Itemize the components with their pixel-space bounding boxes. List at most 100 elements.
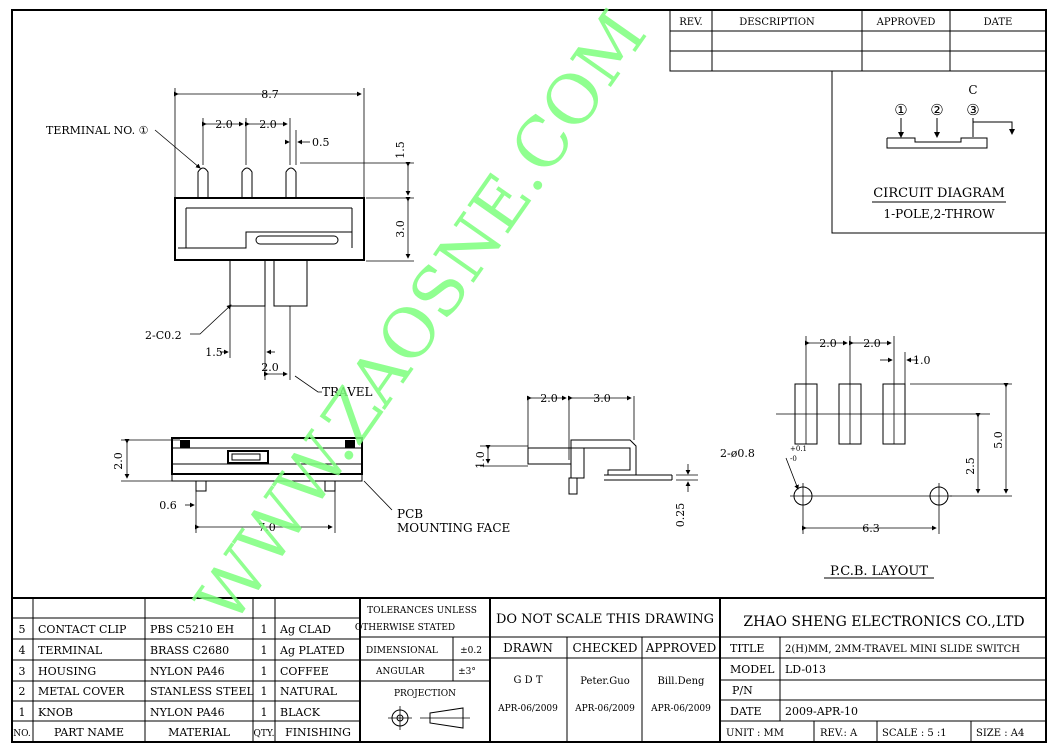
pn-label: P/N: [732, 684, 753, 697]
bom-header-finish: FINISHING: [285, 726, 351, 739]
dim-pitch-1: 2.0: [215, 118, 233, 131]
dim-side-c: 1.0: [474, 451, 487, 469]
pcb-label: PCB: [397, 507, 423, 521]
bom-part: KNOB: [38, 706, 73, 719]
bom-material: PBS C5210 EH: [150, 623, 234, 636]
no-scale-note: DO NOT SCALE THIS DRAWING: [496, 612, 714, 627]
dimensional-label: DIMENSIONAL: [366, 646, 438, 656]
pcb-layout-title: P.C.B. LAYOUT: [830, 564, 928, 579]
bom-header-material: MATERIAL: [168, 726, 231, 739]
front-view: 8.7 2.0 2.0 0.5 TERMINAL NO. ①: [46, 88, 414, 399]
pcb-tol-plus: +0.1: [790, 445, 807, 453]
bom-no: 4: [19, 644, 26, 657]
dim-chamfer: 2-C0.2: [145, 329, 182, 342]
bottom-view: 2.0 0.6 7.0 PCB MOUNTING FACE: [112, 437, 510, 535]
bom-material: NYLON PA46: [150, 665, 225, 678]
revision-table: REV. DESCRIPTION APPROVED DATE: [669, 9, 1047, 72]
approved-date: APR-06/2009: [650, 704, 711, 714]
bom-qty: 1: [261, 706, 268, 719]
bom-finish: Ag PLATED: [279, 644, 345, 657]
bom-part: CONTACT CLIP: [38, 623, 127, 636]
rev-header: REV.: [679, 17, 702, 28]
angular-label: ANGULAR: [375, 667, 425, 677]
bom-header-qty: QTY.: [253, 729, 274, 739]
date-label: DATE: [730, 705, 762, 718]
bom-part: METAL COVER: [38, 685, 125, 698]
description-header: DESCRIPTION: [739, 17, 815, 28]
mounting-label: MOUNTING FACE: [397, 521, 510, 535]
model-value: LD-013: [785, 663, 826, 676]
dim-travel: 2.0: [261, 361, 279, 374]
bom-qty: 1: [261, 665, 268, 678]
bom-no: 1: [19, 706, 26, 719]
circuit-diagram: C ① ② ③ CIRCUIT DIAGRAM 1-POLE,2-THROW: [831, 71, 1046, 234]
bom-no: 3: [19, 665, 26, 678]
bom-table: 5 CONTACT CLIP PBS C5210 EH 1 Ag CLAD 4 …: [13, 623, 351, 739]
bom-material: NYLON PA46: [150, 706, 225, 719]
terminal-1-label: ①: [894, 101, 907, 119]
bom-no: 5: [19, 623, 26, 636]
bom-finish: NATURAL: [280, 685, 338, 698]
pcb-tol-minus: -0: [790, 455, 797, 463]
dim-total: 8.7: [261, 88, 279, 101]
terminal-label: TERMINAL NO. ①: [46, 124, 149, 137]
dim-side-b: 3.0: [593, 392, 611, 405]
dim-width: 7.0: [258, 521, 276, 534]
bom-material: STANLESS STEEL: [150, 685, 254, 698]
approved-header: APPROVED: [645, 641, 717, 655]
pcb-pitch-2: 2.0: [863, 337, 881, 350]
title-block-frame: [12, 597, 1046, 742]
bom-finish: Ag CLAD: [279, 623, 331, 636]
bom-header-part: PART NAME: [54, 726, 124, 739]
watermark: WWW.ZAOSNE.COM: [181, 0, 662, 638]
bom-part: HOUSING: [38, 665, 96, 678]
pcb-span: 6.3: [862, 522, 880, 535]
pcb-row: 2.5: [964, 457, 977, 475]
dim-offset: 0.6: [159, 499, 177, 512]
projection-label: PROJECTION: [394, 689, 456, 699]
model-label: MODEL: [730, 663, 775, 676]
circuit-title: CIRCUIT DIAGRAM: [873, 186, 1005, 201]
bom-qty: 1: [261, 644, 268, 657]
approved-header: APPROVED: [876, 17, 936, 28]
dim-body-height: 3.0: [394, 220, 407, 238]
bom-qty: 1: [261, 685, 268, 698]
projection-symbol-icon: [388, 706, 470, 730]
terminal-2-label: ②: [930, 101, 943, 119]
drawn-header: DRAWN: [503, 641, 553, 655]
date-value: 2009-APR-10: [785, 705, 858, 718]
drawn-by: G D T: [513, 675, 542, 686]
scale-label: SCALE : 5 :1: [882, 728, 947, 739]
checked-header: CHECKED: [573, 641, 638, 655]
dim-knob: 1.5: [205, 346, 223, 359]
circuit-subtitle: 1-POLE,2-THROW: [883, 207, 995, 221]
dim-pin: 0.5: [312, 136, 330, 149]
checked-by: Peter.Guo: [580, 676, 629, 687]
tolerances-title-1: TOLERANCES UNLESS: [367, 606, 477, 616]
angular-value: ±3°: [458, 667, 476, 677]
dim-pin-height: 1.5: [394, 141, 407, 159]
bom-finish: BLACK: [280, 706, 321, 719]
pcb-layout: 2.0 2.0 1.0 2-ø0.8 +0.1 -0 6.3 5.0 2.5 P…: [720, 336, 1012, 579]
title-label: TITLE: [730, 642, 764, 655]
signoff-block: DO NOT SCALE THIS DRAWING DRAWN CHECKED …: [496, 612, 716, 714]
sheet-border: [11, 9, 1047, 743]
rev-label: REV.: A: [820, 728, 858, 739]
bom-qty: 1: [261, 623, 268, 636]
drawn-date: APR-06/2009: [497, 704, 558, 714]
company-title-block: ZHAO SHENG ELECTRONICS CO.,LTD TITLE 2(H…: [726, 614, 1025, 739]
size-label: SIZE : A4: [976, 728, 1024, 739]
bom-finish: COFFEE: [280, 665, 329, 678]
dim-side-d: 0.25: [674, 503, 687, 528]
common-label: C: [968, 83, 977, 97]
terminal-3-label: ③: [966, 101, 979, 119]
dim-pitch-2: 2.0: [259, 118, 277, 131]
title-value: 2(H)MM, 2MM-TRAVEL MINI SLIDE SWITCH: [785, 644, 1020, 655]
tolerances-title-2: OTHERWISE STATED: [355, 623, 455, 633]
dim-side-a: 2.0: [540, 392, 558, 405]
checked-date: APR-06/2009: [574, 704, 635, 714]
date-header: DATE: [984, 17, 1013, 28]
unit-label: UNIT : MM: [726, 728, 784, 739]
tolerances-block: TOLERANCES UNLESS OTHERWISE STATED DIMEN…: [355, 606, 482, 730]
